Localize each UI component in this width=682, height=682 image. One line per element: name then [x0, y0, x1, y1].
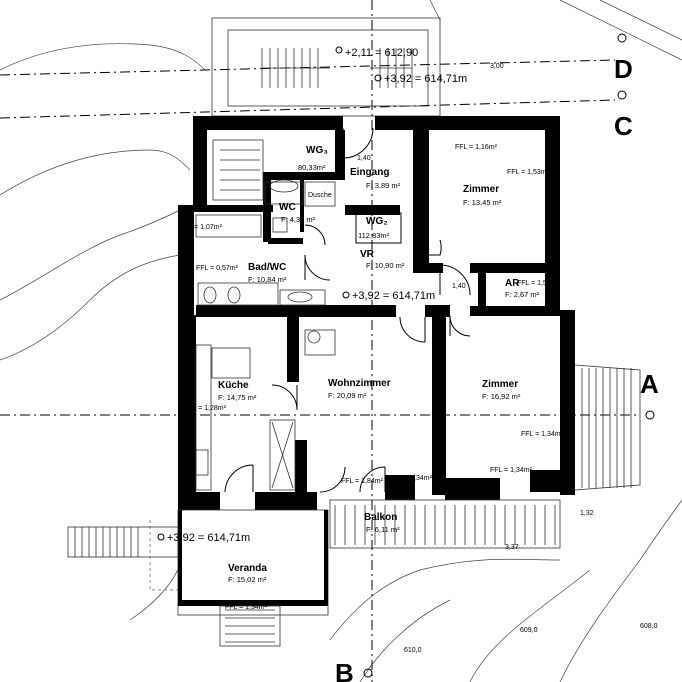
dim-balkon-132: 1,32: [580, 510, 594, 517]
unit-wg2-label: WG₂: [366, 216, 388, 227]
room-wohnzimmer-name: Wohnzimmer: [328, 378, 391, 389]
room-kueche-area: F: 14,75 m²: [218, 393, 257, 402]
room-eingang-area: F: 3,89 m²: [366, 181, 401, 190]
room-wc-area: F: 4,36 m²: [281, 215, 316, 224]
ffl-wohn-bottom1: FFL = 1,84m²: [341, 478, 384, 485]
room-kueche-name: Küche: [218, 380, 249, 391]
ffl-wc-left: FFL = 1,07m²: [180, 224, 223, 231]
unit-wg3-area: 80,33m²: [298, 163, 326, 172]
room-vr-area: F: 10,90 m²: [366, 261, 405, 270]
east-stairs: [574, 364, 641, 491]
wg2-box: [355, 212, 402, 244]
veranda: [149, 509, 329, 647]
ffl-veranda-bottom: FFL = 1,34m²: [225, 604, 268, 611]
room-badwc-name: Bad/WC: [248, 262, 286, 273]
ffl-zimmer2-bottom: FFL = 1,34m²: [490, 467, 533, 474]
level-veranda: +3,92 = 614,71m: [167, 532, 250, 544]
room-wc-name: WC: [279, 202, 296, 213]
balkon-deck: [329, 499, 561, 549]
room-wohnzimmer-area: F: 20,09 m²: [328, 391, 367, 400]
ffl-bad-left: FFL = 0,57m²: [196, 265, 239, 272]
level-hall: +3,92 = 614,71m: [352, 290, 435, 302]
unit-wg2-area: 112,83m²: [358, 231, 390, 240]
grid-axes: [0, 0, 655, 682]
level-top: +2,11 = 612,90: [345, 47, 418, 59]
room-eingang-name: Eingang: [350, 167, 389, 178]
room-ar-name: AR: [505, 278, 520, 289]
ffl-zimmer1-top: FFL = 1,16m²: [455, 144, 498, 151]
dim-door-140-b: 1,40: [452, 283, 466, 290]
room-badwc-area: F: 10,84 m²: [248, 275, 287, 284]
room-zimmer1-name: Zimmer: [463, 184, 499, 195]
room-veranda-name: Veranda: [228, 563, 267, 574]
ffl-kueche-left: FFL = 1,28m²: [184, 405, 227, 412]
contour-609: 609,0: [520, 627, 538, 634]
interior-walls: [193, 130, 560, 495]
ffl-zimmer1-right: FFL = 1,53m²: [507, 169, 550, 176]
axis-label-c: C: [614, 111, 633, 141]
room-zimmer1-area: F: 13,45 m²: [463, 198, 502, 207]
fixtures: [195, 139, 336, 491]
room-ar-area: F: 2,67 m²: [505, 290, 540, 299]
axis-label-b: B: [335, 658, 354, 682]
unit-wg3-label: WG₃: [306, 145, 328, 156]
west-stairs: [67, 526, 179, 558]
dim-door-140: 1,40: [357, 155, 371, 162]
room-zimmer2-area: F: 16,92 m²: [482, 392, 521, 401]
room-vr-name: VR: [360, 249, 375, 260]
contour-610: 610,0: [404, 647, 422, 654]
axis-label-d: D: [614, 54, 633, 84]
room-veranda-area: F: 15,02 m²: [228, 575, 267, 584]
contour-608: 608,0: [640, 623, 658, 630]
door-swings: [224, 127, 471, 493]
room-zimmer2-name: Zimmer: [482, 379, 518, 390]
axis-label-a: A: [640, 369, 659, 399]
level-stair: +3,92 = 614,71m: [384, 73, 467, 85]
room-dusche-name: Dusche: [308, 192, 332, 199]
room-balkon-area: F: 6,11 m²: [366, 525, 400, 534]
ffl-wohn-bottom2: FFL = 1,34m²: [390, 475, 433, 482]
dim-stair-300: 3,00: [490, 63, 504, 70]
room-balkon-name: Balkon: [364, 512, 397, 523]
dim-balkon-337: 3,37: [505, 544, 519, 551]
north-stairs: [211, 17, 441, 117]
ffl-ar-right: FFL = 1,52m²: [517, 280, 560, 287]
level-markers: [157, 291, 350, 541]
ffl-zimmer2-right: FFL = 1,34m²: [521, 431, 564, 438]
